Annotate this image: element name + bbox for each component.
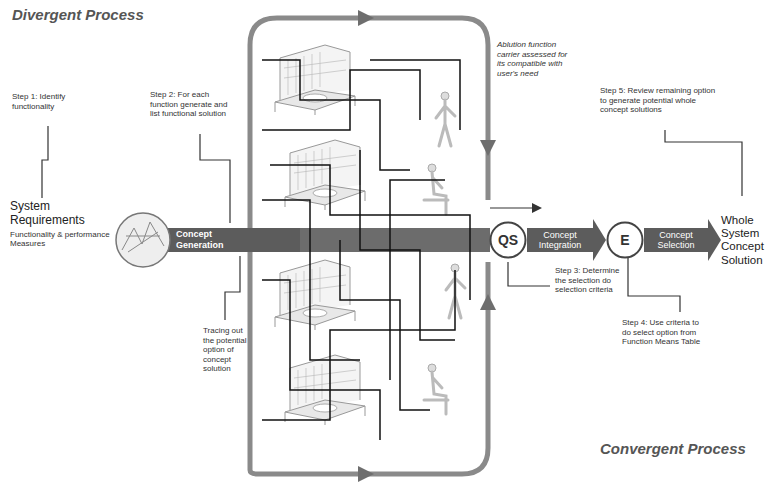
workstation-sketch	[275, 45, 355, 115]
flow-connector	[644, 219, 721, 261]
step1-leader	[42, 126, 48, 198]
band-label: Concept Generation	[176, 229, 242, 251]
step-note: Step 1: Identify functionality	[12, 92, 84, 111]
flow-connector	[527, 219, 606, 261]
band-shade	[300, 228, 490, 252]
node-text: Whole System Concept Solution	[721, 214, 772, 267]
connector-label: Concept Selection	[644, 230, 708, 251]
workstation-sketch	[275, 260, 355, 330]
step4-leader	[628, 258, 680, 312]
concept-generation-band	[150, 228, 490, 252]
arrowhead	[480, 294, 496, 310]
process-title: Divergent Process	[12, 6, 212, 24]
step2-leader	[200, 134, 230, 223]
assessment-note: Ablution function carrier assessed for i…	[497, 40, 573, 78]
requirements-node: System RequirementsFunctionality & perfo…	[10, 200, 110, 248]
arrowhead	[532, 203, 542, 213]
step-note: Step 5: Review remaining option to gener…	[600, 86, 722, 115]
qs-circle: QS	[489, 221, 527, 259]
connector-label: Concept Integration	[527, 230, 593, 251]
leader-lines	[42, 126, 742, 320]
node-text: Functionality & performance Measures	[10, 230, 110, 248]
node-text: QS	[498, 232, 518, 248]
step-note: Step 4: Use criteria to do select option…	[622, 318, 706, 347]
tracing-leader	[225, 256, 240, 320]
option-traces	[262, 60, 470, 440]
node-text: System Requirements	[10, 200, 110, 228]
globe-icon	[116, 213, 170, 267]
step-note: Step 2: For each function generate and l…	[150, 90, 228, 119]
node-text: E	[620, 232, 629, 248]
e-circle: E	[606, 221, 644, 259]
user-figure	[424, 364, 448, 414]
step3-leader	[508, 262, 550, 286]
user-figure	[424, 164, 448, 214]
step-note: Step 3: Determine the selection do selec…	[555, 266, 631, 295]
arrowhead	[358, 10, 374, 26]
process-title: Convergent Process	[600, 440, 770, 458]
tracing-note: Tracing out the potential option of conc…	[203, 326, 253, 374]
arrowhead	[358, 466, 374, 482]
ablution-arrow	[490, 207, 534, 208]
arrowhead	[480, 140, 496, 156]
user-figure	[436, 92, 455, 146]
solution-node: Whole System Concept Solution	[721, 214, 772, 267]
step5-leader	[665, 130, 742, 196]
workstation-sketches	[275, 45, 465, 425]
